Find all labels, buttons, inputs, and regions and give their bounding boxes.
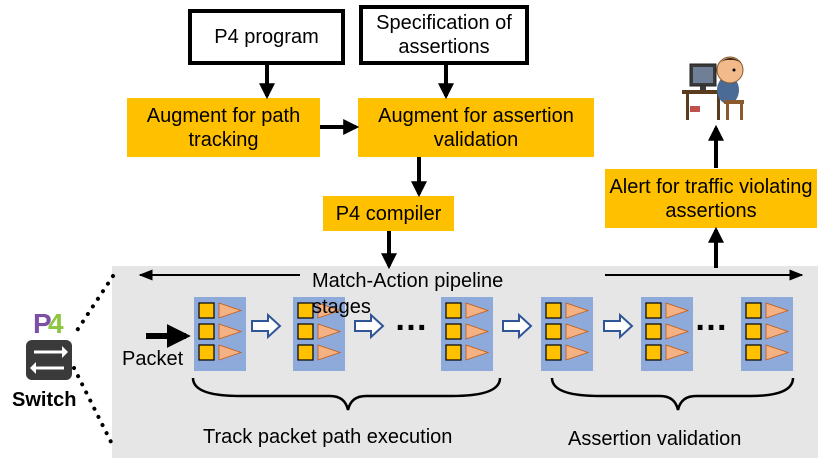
stage-action-triangle <box>317 323 342 340</box>
stage-transition-arrows <box>251 312 634 340</box>
alert-label: Alert for traffic violating assertions <box>609 175 813 222</box>
p4-program-label: P4 program <box>214 26 319 48</box>
stage-table-cell <box>545 302 562 319</box>
stage-action-triangle <box>565 323 590 340</box>
brace-right <box>550 377 795 411</box>
stage-table-cell <box>297 302 314 319</box>
stage-action-triangle <box>565 302 590 319</box>
assertion-spec-label: Specification of assertions <box>376 12 512 58</box>
stage-action-triangle <box>218 323 243 340</box>
stage-table-cell <box>545 323 562 340</box>
stage-action-triangle <box>565 344 590 361</box>
hollow-arrow <box>354 312 385 340</box>
packet-label: Packet <box>122 348 184 370</box>
pipeline-stage <box>741 297 793 371</box>
switch-label: Switch <box>12 389 77 411</box>
augment-assertion-box: Augment for assertion validation <box>358 98 594 157</box>
pipeline-stage <box>541 297 593 371</box>
p4-program-box: P4 program <box>188 9 345 65</box>
augment-path-label: Augment for path tracking <box>146 104 301 151</box>
stage-table-cell <box>545 344 562 361</box>
stage-action-triangle <box>765 344 790 361</box>
stage-table-cell <box>645 302 662 319</box>
pipeline-stage <box>293 297 345 371</box>
augment-assertion-label: Augment for assertion validation <box>378 104 574 151</box>
alert-box: Alert for traffic violating assertions <box>605 169 817 228</box>
hollow-arrow <box>502 312 533 340</box>
stage-table-cell <box>198 344 215 361</box>
hollow-arrow <box>603 312 634 340</box>
pipeline-stage <box>194 297 246 371</box>
ellipsis-right: … <box>694 300 730 338</box>
switch-dotted-line-bottom <box>72 366 115 448</box>
stage-table-cell <box>445 302 462 319</box>
pipeline-title: Match-Action pipeline stages <box>312 270 504 318</box>
pipeline-stage <box>441 297 493 371</box>
stage-action-triangle <box>218 302 243 319</box>
stage-action-triangle <box>665 344 690 361</box>
group-right-label: Assertion validation <box>568 428 742 450</box>
stage-table-cell <box>297 344 314 361</box>
stage-table-cell <box>198 323 215 340</box>
stage-table-cell <box>198 302 215 319</box>
p4-logo: P 4 <box>33 308 64 339</box>
stage-action-triangle <box>765 323 790 340</box>
stage-table-cell <box>297 323 314 340</box>
pipeline-stages <box>194 297 793 371</box>
stage-table-cell <box>645 323 662 340</box>
stage-action-triangle <box>218 344 243 361</box>
switch-icon <box>26 340 72 380</box>
stage-action-triangle <box>317 302 342 319</box>
stage-action-triangle <box>465 344 490 361</box>
stage-action-triangle <box>665 302 690 319</box>
stage-table-cell <box>445 323 462 340</box>
stage-table-cell <box>745 344 762 361</box>
stage-action-triangle <box>765 302 790 319</box>
stage-action-triangle <box>465 302 490 319</box>
user-at-computer-icon <box>682 56 744 120</box>
p4-compiler-box: P4 compiler <box>323 196 454 231</box>
stage-table-cell <box>445 344 462 361</box>
svg-text:4: 4 <box>48 308 64 339</box>
svg-text:P: P <box>33 308 52 339</box>
p4-compiler-label: P4 compiler <box>335 202 442 225</box>
hollow-arrow <box>251 312 282 340</box>
ellipsis-left: … <box>394 300 430 338</box>
stage-action-triangle <box>465 323 490 340</box>
augment-path-box: Augment for path tracking <box>127 98 320 157</box>
assertion-spec-box: Specification of assertions <box>359 5 529 65</box>
group-left-label: Track packet path execution <box>203 426 453 448</box>
stage-table-cell <box>745 302 762 319</box>
brace-left <box>191 377 502 411</box>
pipeline-stage <box>641 297 693 371</box>
stage-action-triangle <box>665 323 690 340</box>
stage-table-cell <box>745 323 762 340</box>
stage-table-cell <box>645 344 662 361</box>
stage-action-triangle <box>317 344 342 361</box>
switch-dotted-line-top <box>72 274 115 337</box>
